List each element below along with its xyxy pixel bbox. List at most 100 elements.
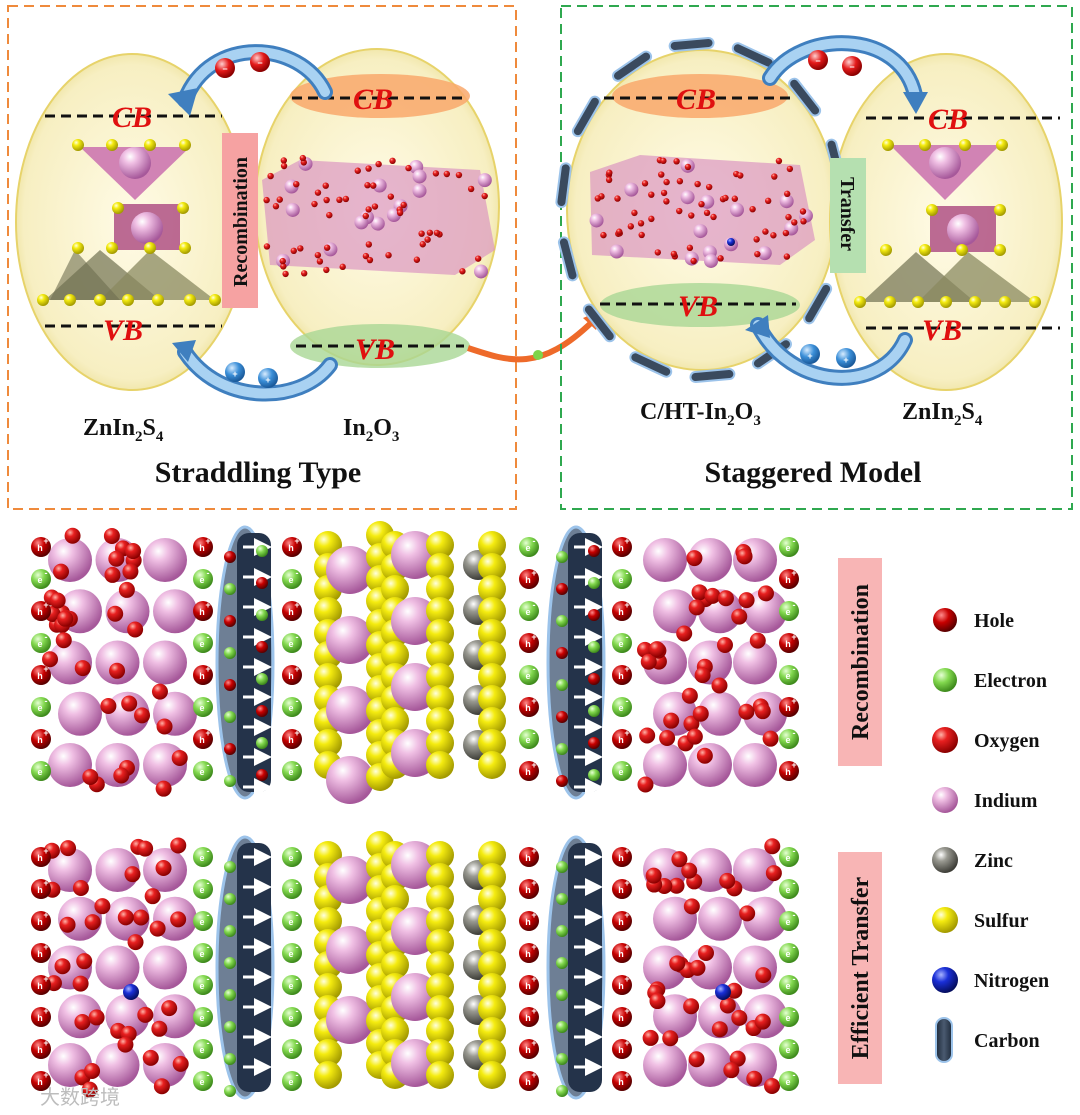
sulfur-atom [37, 294, 49, 306]
hole-symbol: h [618, 735, 624, 745]
cb-label-znin2s4-left: CB [112, 101, 152, 134]
oxygen-atom [154, 1078, 170, 1094]
charge-sign: - [207, 568, 210, 578]
electron-symbol: e [199, 1045, 204, 1055]
material-label-c-ht-in2o3: C/HT-In2O3 [640, 399, 761, 429]
oxygen-atom [739, 592, 755, 608]
charge-sign: + [294, 728, 299, 738]
oxygen-atom [710, 214, 716, 220]
electron-symbol: e [785, 1045, 790, 1055]
oxygen-atom [137, 1007, 153, 1023]
charge-sign: + [294, 536, 299, 546]
charge-sign: - [207, 942, 210, 952]
electron-symbol: e [199, 917, 204, 927]
oxygen-atom [152, 684, 168, 700]
electron-symbol: e [288, 767, 293, 777]
electron-particle [556, 551, 568, 563]
hole-particle [224, 551, 236, 563]
oxygen-atom [267, 173, 273, 179]
charge-sign: + [43, 1070, 48, 1080]
sulfur-atom [122, 294, 134, 306]
charge-sign: - [793, 878, 796, 888]
transfer-label: Transfer [836, 177, 858, 251]
electron-symbol: e [199, 1013, 204, 1023]
electron-symbol: e [525, 543, 530, 553]
charge-sign: + [531, 696, 536, 706]
charge-sign: - [626, 568, 629, 578]
electron-particle [224, 711, 236, 723]
charge-sign: + [205, 536, 210, 546]
oxygen-atom [732, 196, 738, 202]
svg-text:+: + [265, 375, 270, 385]
oxygen-atom [783, 230, 789, 236]
hole-symbol: h [618, 949, 624, 959]
electron-symbol: e [288, 853, 293, 863]
sulfur-atom [179, 139, 191, 151]
carbon-layer-face [568, 843, 602, 1092]
sulfur-atom [64, 294, 76, 306]
charge-sign: - [626, 760, 629, 770]
oxygen-atom [671, 251, 677, 257]
hole-symbol: h [525, 703, 531, 713]
oxygen-atom [705, 588, 721, 604]
oxygen-atom [173, 1056, 189, 1072]
charge-sign: - [626, 696, 629, 706]
oxygen-atom [76, 953, 92, 969]
electron-symbol: e [199, 1077, 204, 1087]
oxygen-atom [150, 921, 166, 937]
electron-symbol: e [37, 703, 42, 713]
charge-sign: + [531, 1038, 536, 1048]
oxygen-atom [639, 727, 655, 743]
oxygen-atom [695, 667, 711, 683]
oxygen-atom [682, 688, 698, 704]
charge-sign: + [624, 910, 629, 920]
hole-particle [556, 775, 568, 787]
sulfur-atom [882, 139, 894, 151]
electron-particle [224, 1021, 236, 1033]
oxygen-atom [281, 163, 287, 169]
oxygen-atom [125, 543, 141, 559]
charge-sign: - [296, 878, 299, 888]
charge-sign: - [207, 974, 210, 984]
oxygen-atom [343, 196, 349, 202]
indium-atom [96, 1043, 140, 1087]
vb-label-c-ht-in2o3: VB [678, 290, 718, 323]
legend-label-nitrogen: Nitrogen [974, 970, 1049, 992]
oxygen-atom [119, 582, 135, 598]
oxygen-atom [170, 911, 186, 927]
electron-symbol: e [288, 639, 293, 649]
charge-sign: + [43, 974, 48, 984]
oxygen-atom [628, 223, 634, 229]
indium-atom [643, 1043, 687, 1087]
cb-label-c-ht-in2o3: CB [676, 83, 716, 116]
hole-symbol: h [525, 1045, 531, 1055]
charge-sign: - [207, 910, 210, 920]
sulfur-atom-icon [932, 907, 958, 933]
charge-sign: - [793, 910, 796, 920]
oxygen-atom [53, 564, 69, 580]
oxygen-atom [755, 967, 771, 983]
hole-particle [588, 737, 600, 749]
oxygen-atom [122, 564, 138, 580]
c-ht-in2o3-crystal-structure [590, 155, 815, 268]
oxygen-atom [595, 195, 601, 201]
oxygen-atom [389, 158, 395, 164]
charge-sign: + [205, 664, 210, 674]
vb-label-in2o3-left: VB [355, 333, 395, 366]
oxygen-atom [755, 703, 771, 719]
sulfur-atom [152, 294, 164, 306]
oxygen-atom [367, 257, 373, 263]
oxygen-atom [85, 914, 101, 930]
oxygen-atom [787, 166, 793, 172]
charge-sign: + [791, 568, 796, 578]
zinc-atom-icon [932, 847, 958, 873]
charge-sign: - [533, 664, 536, 674]
indium-atom [413, 169, 427, 183]
indium-atom [704, 254, 718, 268]
charge-sign: + [624, 942, 629, 952]
oxygen-atom [301, 270, 307, 276]
oxygen-atom [614, 195, 620, 201]
hole-particle [556, 711, 568, 723]
charge-sign: - [45, 632, 48, 642]
nitrogen-atom [727, 238, 735, 246]
